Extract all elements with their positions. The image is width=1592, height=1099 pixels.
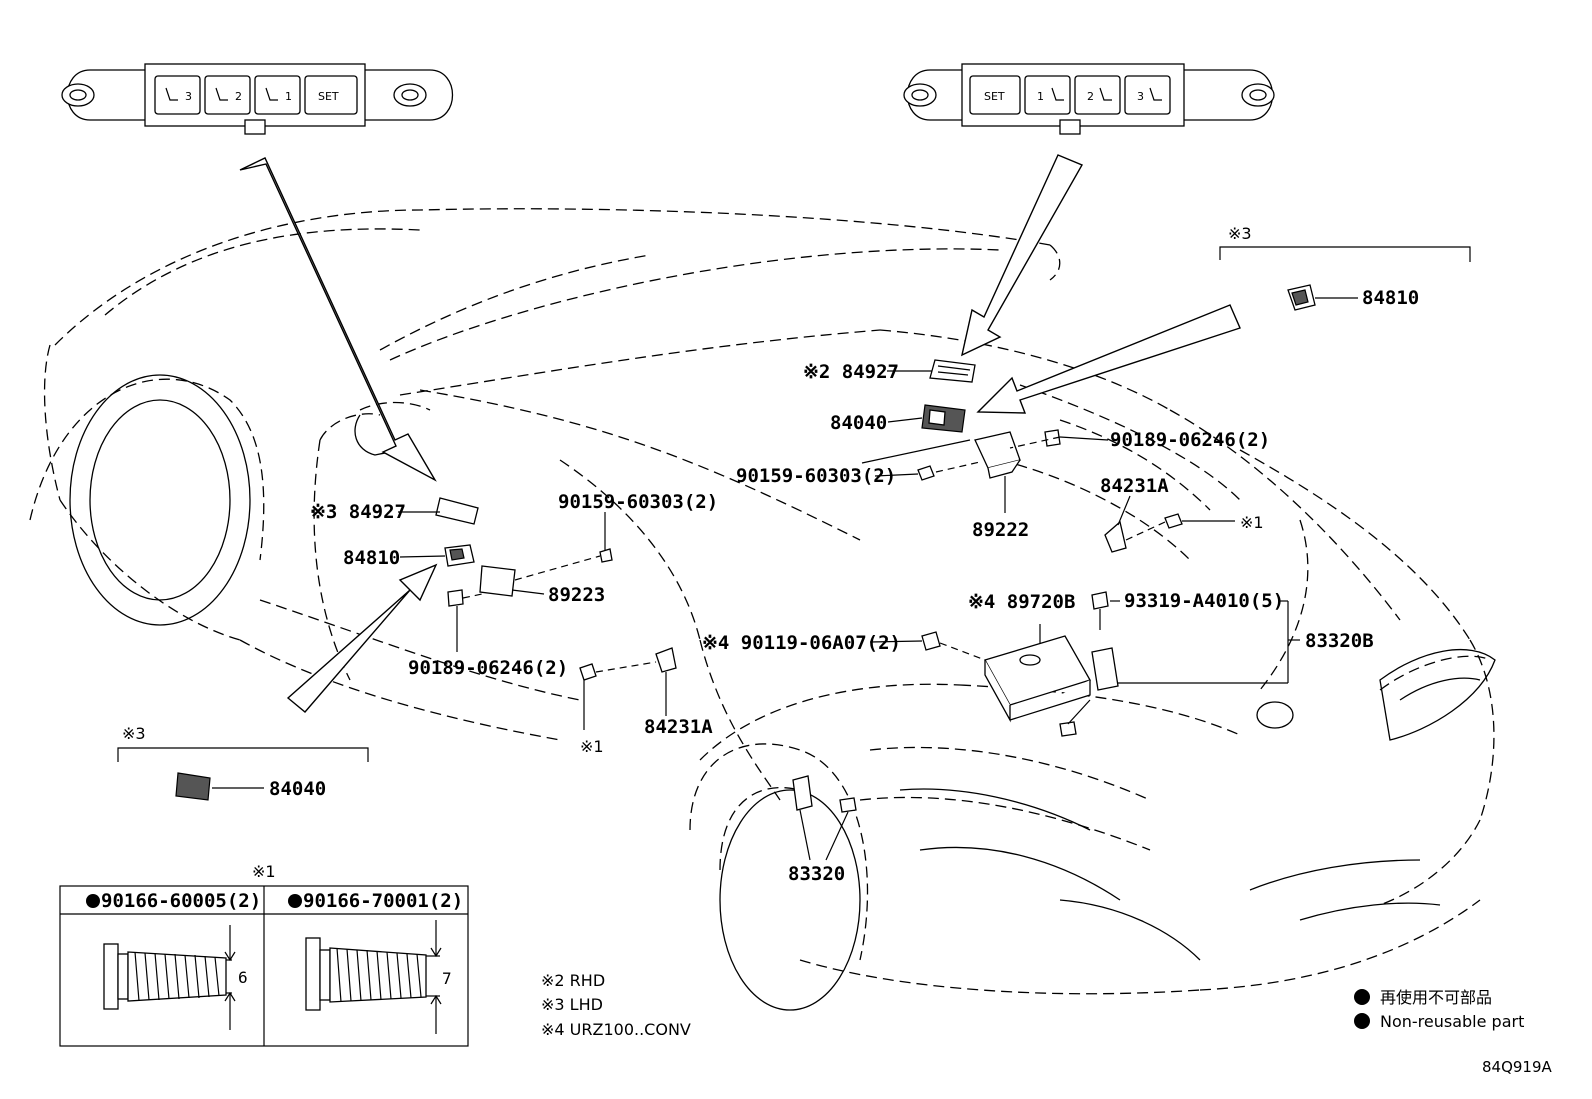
legend-jp: 再使用不可部品 (1380, 988, 1492, 1007)
label-90159-top: 90159-60303(2) (736, 465, 896, 487)
note-conv: ※4 URZ100..CONV (541, 1020, 691, 1039)
legend-en: Non-reusable part (1380, 1012, 1524, 1031)
bracket-right: ※3 (1219, 224, 1471, 262)
label-84927-left: ※3 84927 (310, 501, 406, 523)
switch-right-key-1: SET (984, 90, 1005, 103)
callout-arrows (239, 154, 1241, 713)
label-93319: 93319-A4010(5) (1124, 590, 1284, 612)
label-84927-top: ※2 84927 (803, 361, 899, 383)
label-84040-left: 84040 (269, 778, 326, 800)
note-lhd: ※3 LHD (541, 995, 603, 1014)
arrow-right-switch (961, 154, 1084, 357)
seat-icon (165, 87, 178, 101)
label-89223: 89223 (548, 584, 605, 606)
label-89720B: ※4 89720B (968, 591, 1075, 613)
label-83320B: 83320B (1305, 630, 1374, 652)
diagram-code: 84Q919A (1482, 1058, 1553, 1076)
non-reusable-dot (1354, 989, 1370, 1005)
label-84810-right: 84810 (1362, 287, 1419, 309)
parts-front (792, 591, 1119, 813)
note-rhd: ※2 RHD (541, 971, 605, 990)
arrow-right-side (976, 304, 1241, 414)
seat-icon (1099, 87, 1112, 101)
bracket-left: ※3 (117, 724, 369, 762)
label-90189-left: 90189-06246(2) (408, 657, 568, 679)
bolt-dimension-1: 6 (238, 968, 248, 987)
switch-right-key-3: 2 (1087, 90, 1094, 103)
leader-lines (212, 297, 1358, 861)
label-83320: 83320 (788, 863, 845, 885)
seat-icon (215, 87, 228, 101)
label-90159-left: 90159-60303(2) (558, 491, 718, 513)
bracket-left-mark: ※3 (122, 724, 146, 743)
seat-icon (1051, 87, 1064, 101)
bracket-right-mark: ※3 (1228, 224, 1252, 243)
parts-left-seat (175, 497, 677, 801)
part-labels: ※2 84927 84040 90189-06246(2) 90159-6030… (269, 287, 1419, 885)
non-reusable-dot (288, 894, 302, 908)
bolt-part-1: 90166-60005(2) (101, 890, 261, 912)
label-84040-top: 84040 (830, 412, 887, 434)
arrow-left-switch (239, 157, 437, 482)
notes: ※2 RHD ※3 LHD ※4 URZ100..CONV (541, 971, 691, 1039)
label-90119: ※4 90119-06A07(2) (702, 632, 901, 654)
bolt-part-2: 90166-70001(2) (303, 890, 463, 912)
bolt-dimension-2: 7 (442, 969, 452, 988)
switch-right-key-2: 1 (1037, 90, 1044, 103)
label-90189-top: 90189-06246(2) (1110, 429, 1270, 451)
bolt-table-title: ※1 (252, 862, 276, 881)
car-body-outline (29, 208, 1495, 995)
legend: 再使用不可部品 Non-reusable part (1354, 988, 1524, 1031)
label-ref1-left: ※1 (580, 737, 604, 756)
switch-left-key-2: 2 (235, 90, 242, 103)
bolt-table: ※1 90166-60005(2) 90166-70001(2) 6 (59, 862, 469, 1047)
label-84231A-top: 84231A (1100, 475, 1169, 497)
switch-left-key-1: 3 (185, 90, 192, 103)
switch-right-key-4: 3 (1137, 90, 1144, 103)
label-89222: 89222 (972, 519, 1029, 541)
bolt-drawing-1: 6 (103, 925, 248, 1030)
seat-icon (1149, 87, 1162, 101)
label-84231A-left: 84231A (644, 716, 713, 738)
bolt-drawing-2: 7 (305, 920, 452, 1034)
non-reusable-dot (86, 894, 100, 908)
label-ref1-top: ※1 (1240, 513, 1264, 532)
switch-left-key-3: 1 (285, 90, 292, 103)
switch-left: 3 2 1 SET (61, 63, 453, 135)
car-body-solid-details (69, 374, 1496, 1011)
label-84810-left: 84810 (343, 547, 400, 569)
arrow-bottom-left (286, 563, 438, 713)
seat-icon (265, 87, 278, 101)
non-reusable-dot (1354, 1013, 1370, 1029)
parts-right-seat (917, 284, 1316, 553)
switch-right: SET 1 2 3 (903, 63, 1275, 135)
switch-left-key-4: SET (318, 90, 339, 103)
